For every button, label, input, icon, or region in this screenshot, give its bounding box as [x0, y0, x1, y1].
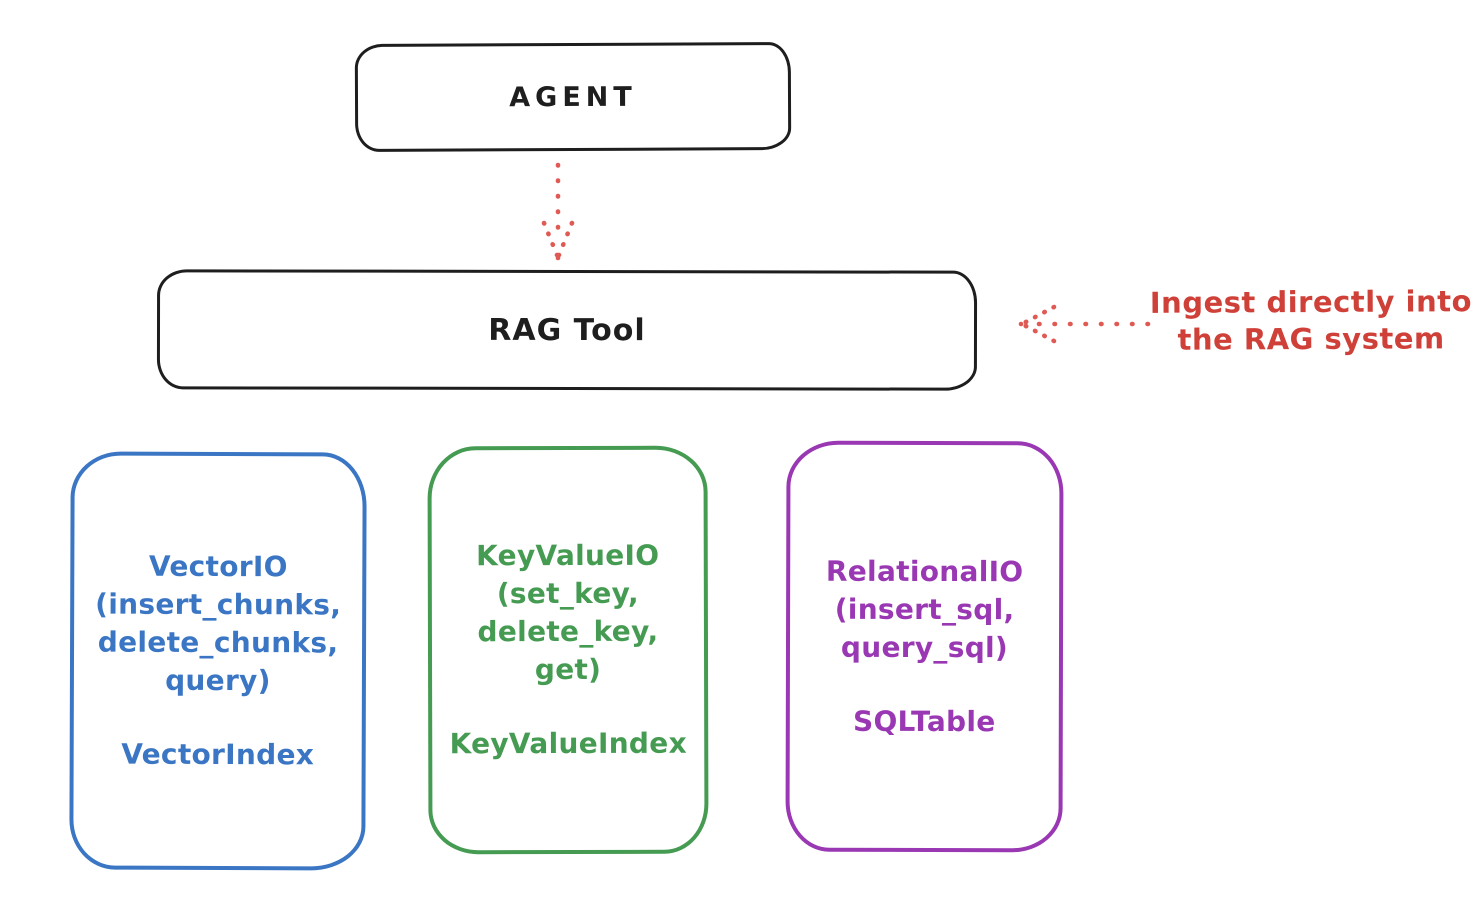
store-index-label: SQLTable [852, 704, 996, 738]
agent-box: AGENT [354, 42, 792, 152]
store-line: delete_key, get) [477, 614, 659, 687]
store-box-keyvalue-io: KeyValueIO (set_key, delete_key, get) Ke… [427, 445, 709, 855]
store-line: RelationalIO [825, 554, 1024, 588]
store-line: KeyValueIO [476, 538, 660, 573]
store-line: VectorIO [148, 549, 288, 584]
store-line: (insert_chunks, [95, 587, 342, 622]
store-line: query) [165, 663, 271, 698]
arrow-ingest-icon [1018, 304, 1151, 344]
store-line: query_sql) [840, 630, 1009, 664]
store-index-label: VectorIndex [121, 737, 315, 772]
arrow-agent-to-rag-icon [541, 162, 575, 261]
ingest-annotation-line1: Ingest directly into [1149, 284, 1473, 320]
store-line: (insert_sql, [834, 592, 1015, 626]
store-box-vector-io: VectorIO (insert_chunks, delete_chunks, … [69, 451, 367, 871]
store-line: (set_key, [496, 576, 639, 611]
store-index-label: KeyValueIndex [449, 726, 687, 761]
store-box-relational-io: RelationalIO (insert_sql, query_sql) SQL… [785, 440, 1064, 853]
store-line: delete_chunks, [97, 625, 339, 660]
rag-tool-label: RAG Tool [488, 312, 646, 348]
rag-tool-box: RAG Tool [156, 269, 978, 391]
agent-label: AGENT [509, 81, 637, 113]
ingest-annotation: Ingest directly into the RAG system [1138, 283, 1484, 359]
ingest-annotation-line2: the RAG system [1177, 321, 1445, 357]
